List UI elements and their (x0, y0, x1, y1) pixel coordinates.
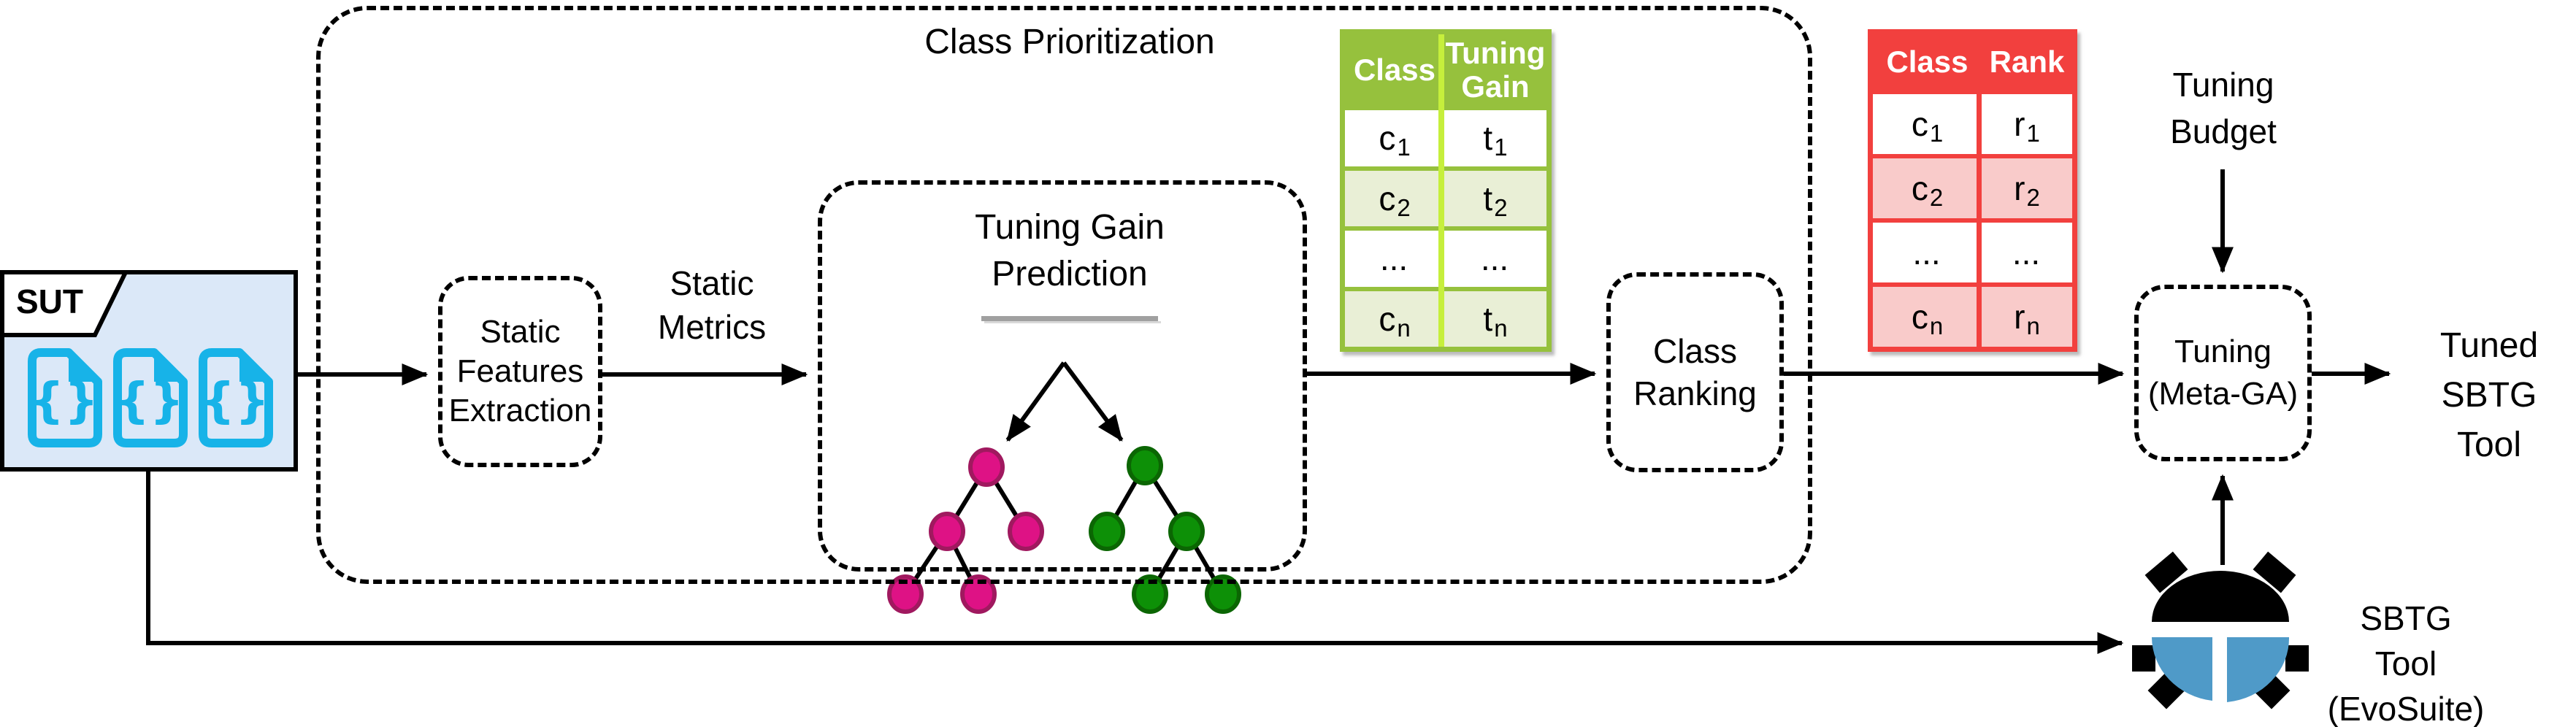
table-row: ... ... (1345, 226, 1546, 287)
tuning-gain-table-header-class: Class (1353, 53, 1436, 87)
static-metrics-label: Static Metrics (657, 264, 767, 346)
column-divider (1438, 34, 1444, 347)
rank-table-header: Class Rank (1873, 34, 2072, 90)
tuned-sbtg-tool-label: Tuned SBTG Tool (2439, 326, 2539, 464)
arrow-sut-to-sbtg-tool (146, 472, 2124, 654)
bug-head (2152, 571, 2289, 622)
sut-box (0, 270, 298, 472)
class-cell: ... (1912, 234, 1941, 272)
sut-label: SUT (16, 282, 83, 320)
title-underline (981, 316, 1161, 323)
decision-trees (887, 361, 1241, 614)
table-row: ... ... (1873, 218, 2072, 282)
diagram-title: Class Prioritization (924, 23, 1215, 61)
class-cell: ... (1379, 239, 1408, 278)
static-features-extraction-box: Static Features Extraction (438, 276, 602, 467)
rank-table-header-rank: Rank (1989, 45, 2065, 79)
class-prioritization-container (316, 6, 1812, 584)
bug-antenna-right (2253, 551, 2296, 593)
decision-tree-green-nodes (1089, 446, 1241, 614)
bug-leg-right (2285, 645, 2309, 672)
tuning-budget-label: Tuning Budget (2170, 66, 2277, 150)
tuning-gain-prediction-box (818, 180, 1307, 572)
bug-leg-left (2132, 645, 2155, 672)
bug-wing-left (2152, 637, 2212, 701)
rank-table-header-class: Class (1886, 45, 1969, 79)
column-divider (1977, 34, 1982, 347)
bug-antenna-left (2144, 551, 2188, 593)
sbtg-tool-label: SBTG Tool (EvoSuite) (2327, 599, 2485, 727)
rank-cell: ... (2012, 234, 2041, 272)
class-ranking-label: Class Ranking (1633, 332, 1757, 412)
tuning-meta-ga-label: Tuning (Meta-GA) (2147, 334, 2299, 412)
tuning-meta-ga-box: Tuning (Meta-GA) (2134, 285, 2312, 461)
gain-cell: ... (1480, 239, 1509, 278)
tuning-gain-table-header: Class Tuning Gain (1345, 34, 1546, 106)
tuning-gain-table-header-gain: Tuning Gain (1445, 36, 1546, 104)
decision-tree-pink-nodes (887, 447, 1044, 614)
arrow-tree-left (1005, 361, 1066, 442)
tuning-gain-prediction-label: Tuning Gain Prediction (975, 208, 1165, 293)
arrow-tree-right (1062, 361, 1124, 442)
sut-label-tab (0, 270, 129, 337)
static-features-extraction-label: Static Features Extraction (448, 314, 592, 428)
class-ranking-box: Class Ranking (1606, 272, 1784, 472)
evosuite-bug-icon (2132, 551, 2309, 709)
bug-wing-right (2227, 637, 2290, 702)
